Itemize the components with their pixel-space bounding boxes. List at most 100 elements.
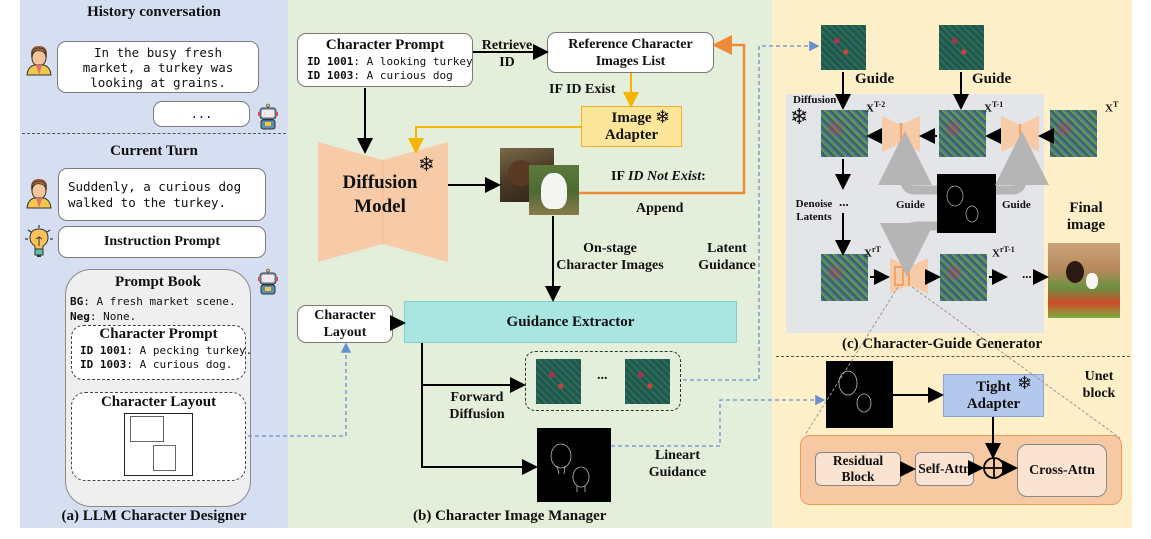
unet-block-label: Unet block xyxy=(1082,369,1116,401)
caption-a: (a) LLM Character Designer xyxy=(61,508,247,524)
xt-label: XT xyxy=(1105,98,1118,116)
lineart-guidance-label: Lineart Guidance xyxy=(648,448,707,480)
character-prompt-item: ID 1003: A curious dog xyxy=(307,69,453,82)
onstage-label: On-stage Character Images xyxy=(556,241,664,273)
x-symbol: X xyxy=(1105,102,1113,115)
unet-icon-highlight xyxy=(890,258,928,294)
reference-images-list: Reference Character Images List xyxy=(547,32,714,73)
ellipsis: ... xyxy=(597,368,608,383)
xt1-label: XT-1 xyxy=(984,98,1003,116)
layout-box-turkey xyxy=(130,416,164,442)
prompt-book-bg: BG: A fresh market scene. xyxy=(70,295,236,308)
turn-divider xyxy=(22,133,286,134)
append-label: Append xyxy=(636,201,684,216)
prompt-book-title: Prompt Book xyxy=(115,274,201,290)
prompt-book-neg: Neg: None. xyxy=(70,310,136,323)
if-italic: ID Not Exist xyxy=(627,169,702,184)
generated-dog-image xyxy=(529,165,579,215)
x-superscript: T-1 xyxy=(991,100,1004,109)
x-symbol: X xyxy=(992,247,1000,260)
character-desc: : A pecking turkey. xyxy=(126,344,253,357)
latent-xt2 xyxy=(821,110,868,157)
character-prompt-title: Character Prompt xyxy=(99,326,218,342)
unet-icon xyxy=(1001,116,1039,152)
lineart-input-image xyxy=(826,361,893,428)
guide-noised-image-2 xyxy=(939,25,984,70)
character-prompt-item: ID 1001: A pecking turkey. xyxy=(80,344,252,357)
final-image-label: Final image xyxy=(1066,200,1106,233)
character-layout-title: Character Layout xyxy=(100,394,217,410)
caption-c: (c) Character-Guide Generator xyxy=(842,336,1043,352)
final-image xyxy=(1048,243,1120,318)
neg-value: : None. xyxy=(89,310,137,323)
character-id: ID 1003 xyxy=(80,358,127,371)
guide-label-1: Guide xyxy=(855,71,895,87)
latent-xrt xyxy=(821,254,868,301)
bg-value: : A fresh market scene. xyxy=(83,295,236,308)
if-prefix: IF xyxy=(611,169,628,184)
instruction-prompt: Instruction Prompt xyxy=(58,226,266,258)
diffusion-model-shape xyxy=(318,142,448,262)
add-operator-icon xyxy=(983,457,1005,479)
lineart-image xyxy=(537,428,611,502)
snowflake-icon: ❄ xyxy=(418,154,435,176)
guidance-extractor: Guidance Extractor xyxy=(404,301,737,343)
character-layout-box-b: Character Layout xyxy=(297,305,393,343)
guide-label-2: Guide xyxy=(972,71,1012,87)
character-prompt-item: ID 1003: A curious dog. xyxy=(80,358,232,371)
latent-guidance-label: Latent Guidance xyxy=(698,241,756,273)
current-user-message: Suddenly, a curious dog walked to the tu… xyxy=(58,168,266,221)
x-symbol: X xyxy=(984,102,992,115)
guide-noised-image-1 xyxy=(821,25,866,70)
xt2-label: XT-2 xyxy=(866,98,885,116)
caption-b: (b) Character Image Manager xyxy=(413,508,607,524)
latent-xt1 xyxy=(939,110,986,157)
character-id: ID 1003 xyxy=(307,69,354,82)
character-desc: : A curious dog. xyxy=(126,358,233,371)
denoise-latents-label: Denoise Latents xyxy=(795,198,833,223)
current-turn-title: Current Turn xyxy=(110,143,198,159)
character-prompt-item: ID 1001: A looking turkey xyxy=(307,55,473,68)
robot-icon xyxy=(257,103,279,130)
noised-image-1 xyxy=(536,359,581,404)
x-superscript: T xyxy=(1112,100,1119,109)
neg-key: Neg xyxy=(70,310,90,323)
if-suffix: : xyxy=(701,169,706,184)
bg-key: BG xyxy=(70,295,84,308)
history-user-message: In the busy fresh market, a turkey was l… xyxy=(57,41,259,93)
unet-icon xyxy=(882,116,920,152)
residual-block: Residual Block xyxy=(815,452,901,486)
xrt1-label: XrT-1 xyxy=(992,243,1015,261)
character-prompt-title-b: Character Prompt xyxy=(325,37,445,53)
guide-right-label: Guide xyxy=(1002,199,1031,211)
character-desc: : A curious dog xyxy=(353,69,453,82)
cross-attn-block: Cross-Attn xyxy=(1017,444,1107,497)
character-prompt-box xyxy=(71,325,246,380)
person-avatar-icon xyxy=(26,177,52,209)
xrt-label: XrT xyxy=(864,243,881,261)
x-superscript: rT-1 xyxy=(999,245,1015,254)
lineart-guide-image xyxy=(937,174,996,233)
forward-diffusion-label: Forward Diffusion xyxy=(449,390,505,422)
retrieve-id-label: Retrieve ID xyxy=(481,38,533,70)
lightbulb-icon xyxy=(25,225,53,259)
diffusion-model-label: Diffusion Model xyxy=(342,172,418,217)
x-superscript: rT xyxy=(871,245,881,254)
guide-left-label: Guide xyxy=(896,199,925,211)
self-attn-block: Self-Attn xyxy=(915,452,974,486)
x-superscript: T-2 xyxy=(873,100,886,109)
x-symbol: X xyxy=(866,102,874,115)
dots: ... xyxy=(1022,266,1032,281)
character-id: ID 1001 xyxy=(80,344,127,357)
latent-xrt1 xyxy=(940,254,987,301)
layout-box-dog xyxy=(153,445,176,471)
noised-image-2 xyxy=(625,359,670,404)
latent-xt xyxy=(1050,110,1097,157)
character-desc: : A looking turkey xyxy=(353,55,473,68)
snowflake-icon: ❄ xyxy=(1017,373,1033,393)
robot-icon xyxy=(257,268,279,295)
x-symbol: X xyxy=(864,247,872,260)
dots: ... xyxy=(839,194,849,209)
section-divider xyxy=(776,356,1130,357)
snowflake-icon: ❄ xyxy=(790,104,809,129)
